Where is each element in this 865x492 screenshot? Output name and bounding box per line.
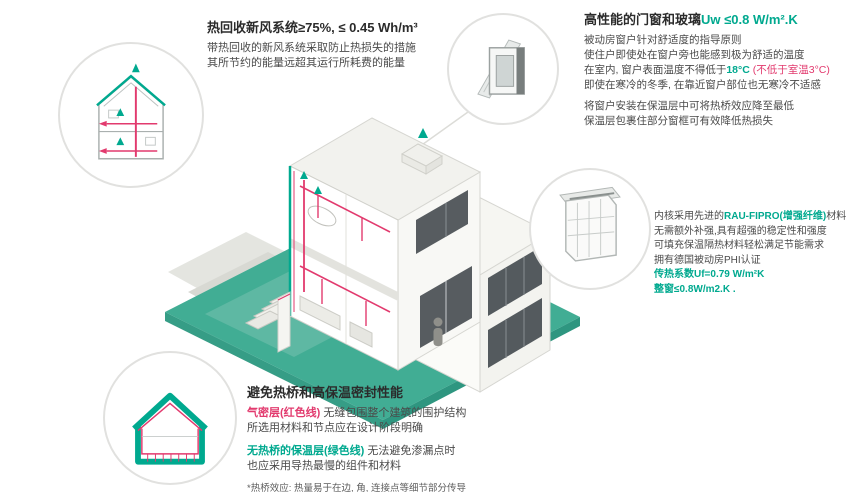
window-corner-icon <box>477 39 525 99</box>
windows-title: 高性能的门窗和玻璃Uw ≤0.8 W/m².K <box>584 12 862 28</box>
profile-text-block: 内核采用先进的RAU-FIPRO(增强纤维)材料 无需额外补强,具有超强的稳定性… <box>654 210 864 297</box>
ventilation-desc-line: 其所节约的能量远超其运行所耗费的能量 <box>207 57 405 69</box>
profile-desc-line: 拥有德国被动房PHI认证 <box>654 254 761 266</box>
windows-temp-value: 18°C <box>726 64 750 76</box>
windows-desc-line: 将窗户安装在保温层中可将热桥效应降至最低 <box>584 100 794 112</box>
windows-desc-line: 在室内, 窗户表面温度不得低于18°C (不低于室温3°C) <box>584 63 862 78</box>
windows-desc-line: 被动房窗户针对舒适度的指导原则 <box>584 34 742 46</box>
ventilation-title: 热回收新风系统≥75%, ≤ 0.45 Wh/m³ <box>207 20 418 35</box>
thermal-desc-line: 气密层(红色线) 无缝包围整个建筑的围护结构 <box>247 406 582 421</box>
roof-vent <box>400 128 444 175</box>
profile-core-text-end: 材料 <box>826 211 847 222</box>
isometric-house-icon <box>165 117 580 429</box>
windows-title-black: 高性能的门窗和玻璃 <box>584 12 702 27</box>
profile-uw-value: 整窗≤0.8W/m2.K . <box>654 283 736 295</box>
profile-material-name: RAU-FIPRO(增强纤维) <box>724 211 827 222</box>
profile-uf-value: 传热系数Uf=0.79 W/m²K <box>654 269 765 280</box>
thermal-desc-line: 也应采用导热最慢的组件和材料 <box>247 460 401 472</box>
person-figure <box>433 317 443 346</box>
cutaway-interior <box>288 166 398 348</box>
profile-desc-line: 无需额外补强,具有超强的稳定性和强度 <box>654 225 827 237</box>
window-profile-icon <box>559 186 621 262</box>
airtight-layer-label: 气密层(红色线) <box>247 407 321 419</box>
airtight-layer-text: 无缝包围整个建筑的围护结构 <box>320 407 467 419</box>
thermal-callout-circle <box>103 351 237 485</box>
ventilation-text-block: 热回收新风系统≥75%, ≤ 0.45 Wh/m³ 带热回收的新风系统采取防止热… <box>207 20 475 71</box>
isometric-house-illustration <box>150 60 590 432</box>
cut-wall <box>277 291 291 353</box>
thermal-footnote: *热桥效应: 热量易于在边, 角, 连接点等细节部分传导 <box>247 483 467 492</box>
windows-temp-note: (不低于室温3°C) <box>749 64 830 76</box>
insulation-layer-text: 无法避免渗漏点时 <box>364 445 456 457</box>
profile-core-text: 内核采用先进的 <box>654 211 724 222</box>
ventilation-house-icon <box>96 63 166 160</box>
windows-temp-text: 在室内, 窗户表面温度不得低于 <box>584 64 727 76</box>
ventilation-desc-line: 带热回收的新风系统采取防止热损失的措施 <box>207 42 416 54</box>
thermal-title: 避免热桥和高保温密封性能 <box>247 385 404 400</box>
thermal-text-block: 避免热桥和高保温密封性能 气密层(红色线) 无缝包围整个建筑的围护结构 所选用材… <box>247 385 582 492</box>
window-detail-callout-circle <box>447 13 559 125</box>
windows-title-uvalue: Uw ≤0.8 W/m².K <box>701 12 798 27</box>
windows-desc-line: 使住户即使处在窗户旁也能感到极为舒适的温度 <box>584 49 805 61</box>
thermal-desc-line: 所选用材料和节点应在设计阶段明确 <box>247 422 423 434</box>
insulated-house-icon <box>132 392 208 465</box>
thermal-desc-line: 无热桥的保温层(绿色线) 无法避免渗漏点时 <box>247 444 582 459</box>
profile-desc-line: 内核采用先进的RAU-FIPRO(增强纤维)材料 <box>654 210 864 225</box>
windows-desc-line: 即使在寒冷的冬季, 在靠近窗户部位也无寒冷不适感 <box>584 79 821 91</box>
ventilation-callout-circle <box>58 42 204 188</box>
profile-callout-circle <box>529 168 651 290</box>
spacer <box>247 436 582 444</box>
insulation-layer-label: 无热桥的保温层(绿色线) <box>247 445 365 457</box>
windows-text-block: 高性能的门窗和玻璃Uw ≤0.8 W/m².K 被动房窗户针对舒适度的指导原则 … <box>584 12 862 129</box>
windows-desc-line: 保温层包裹住部分窗框可有效降低热损失 <box>584 115 773 127</box>
profile-desc-line: 可填充保温隔热材料轻松满足节能需求 <box>654 240 824 251</box>
